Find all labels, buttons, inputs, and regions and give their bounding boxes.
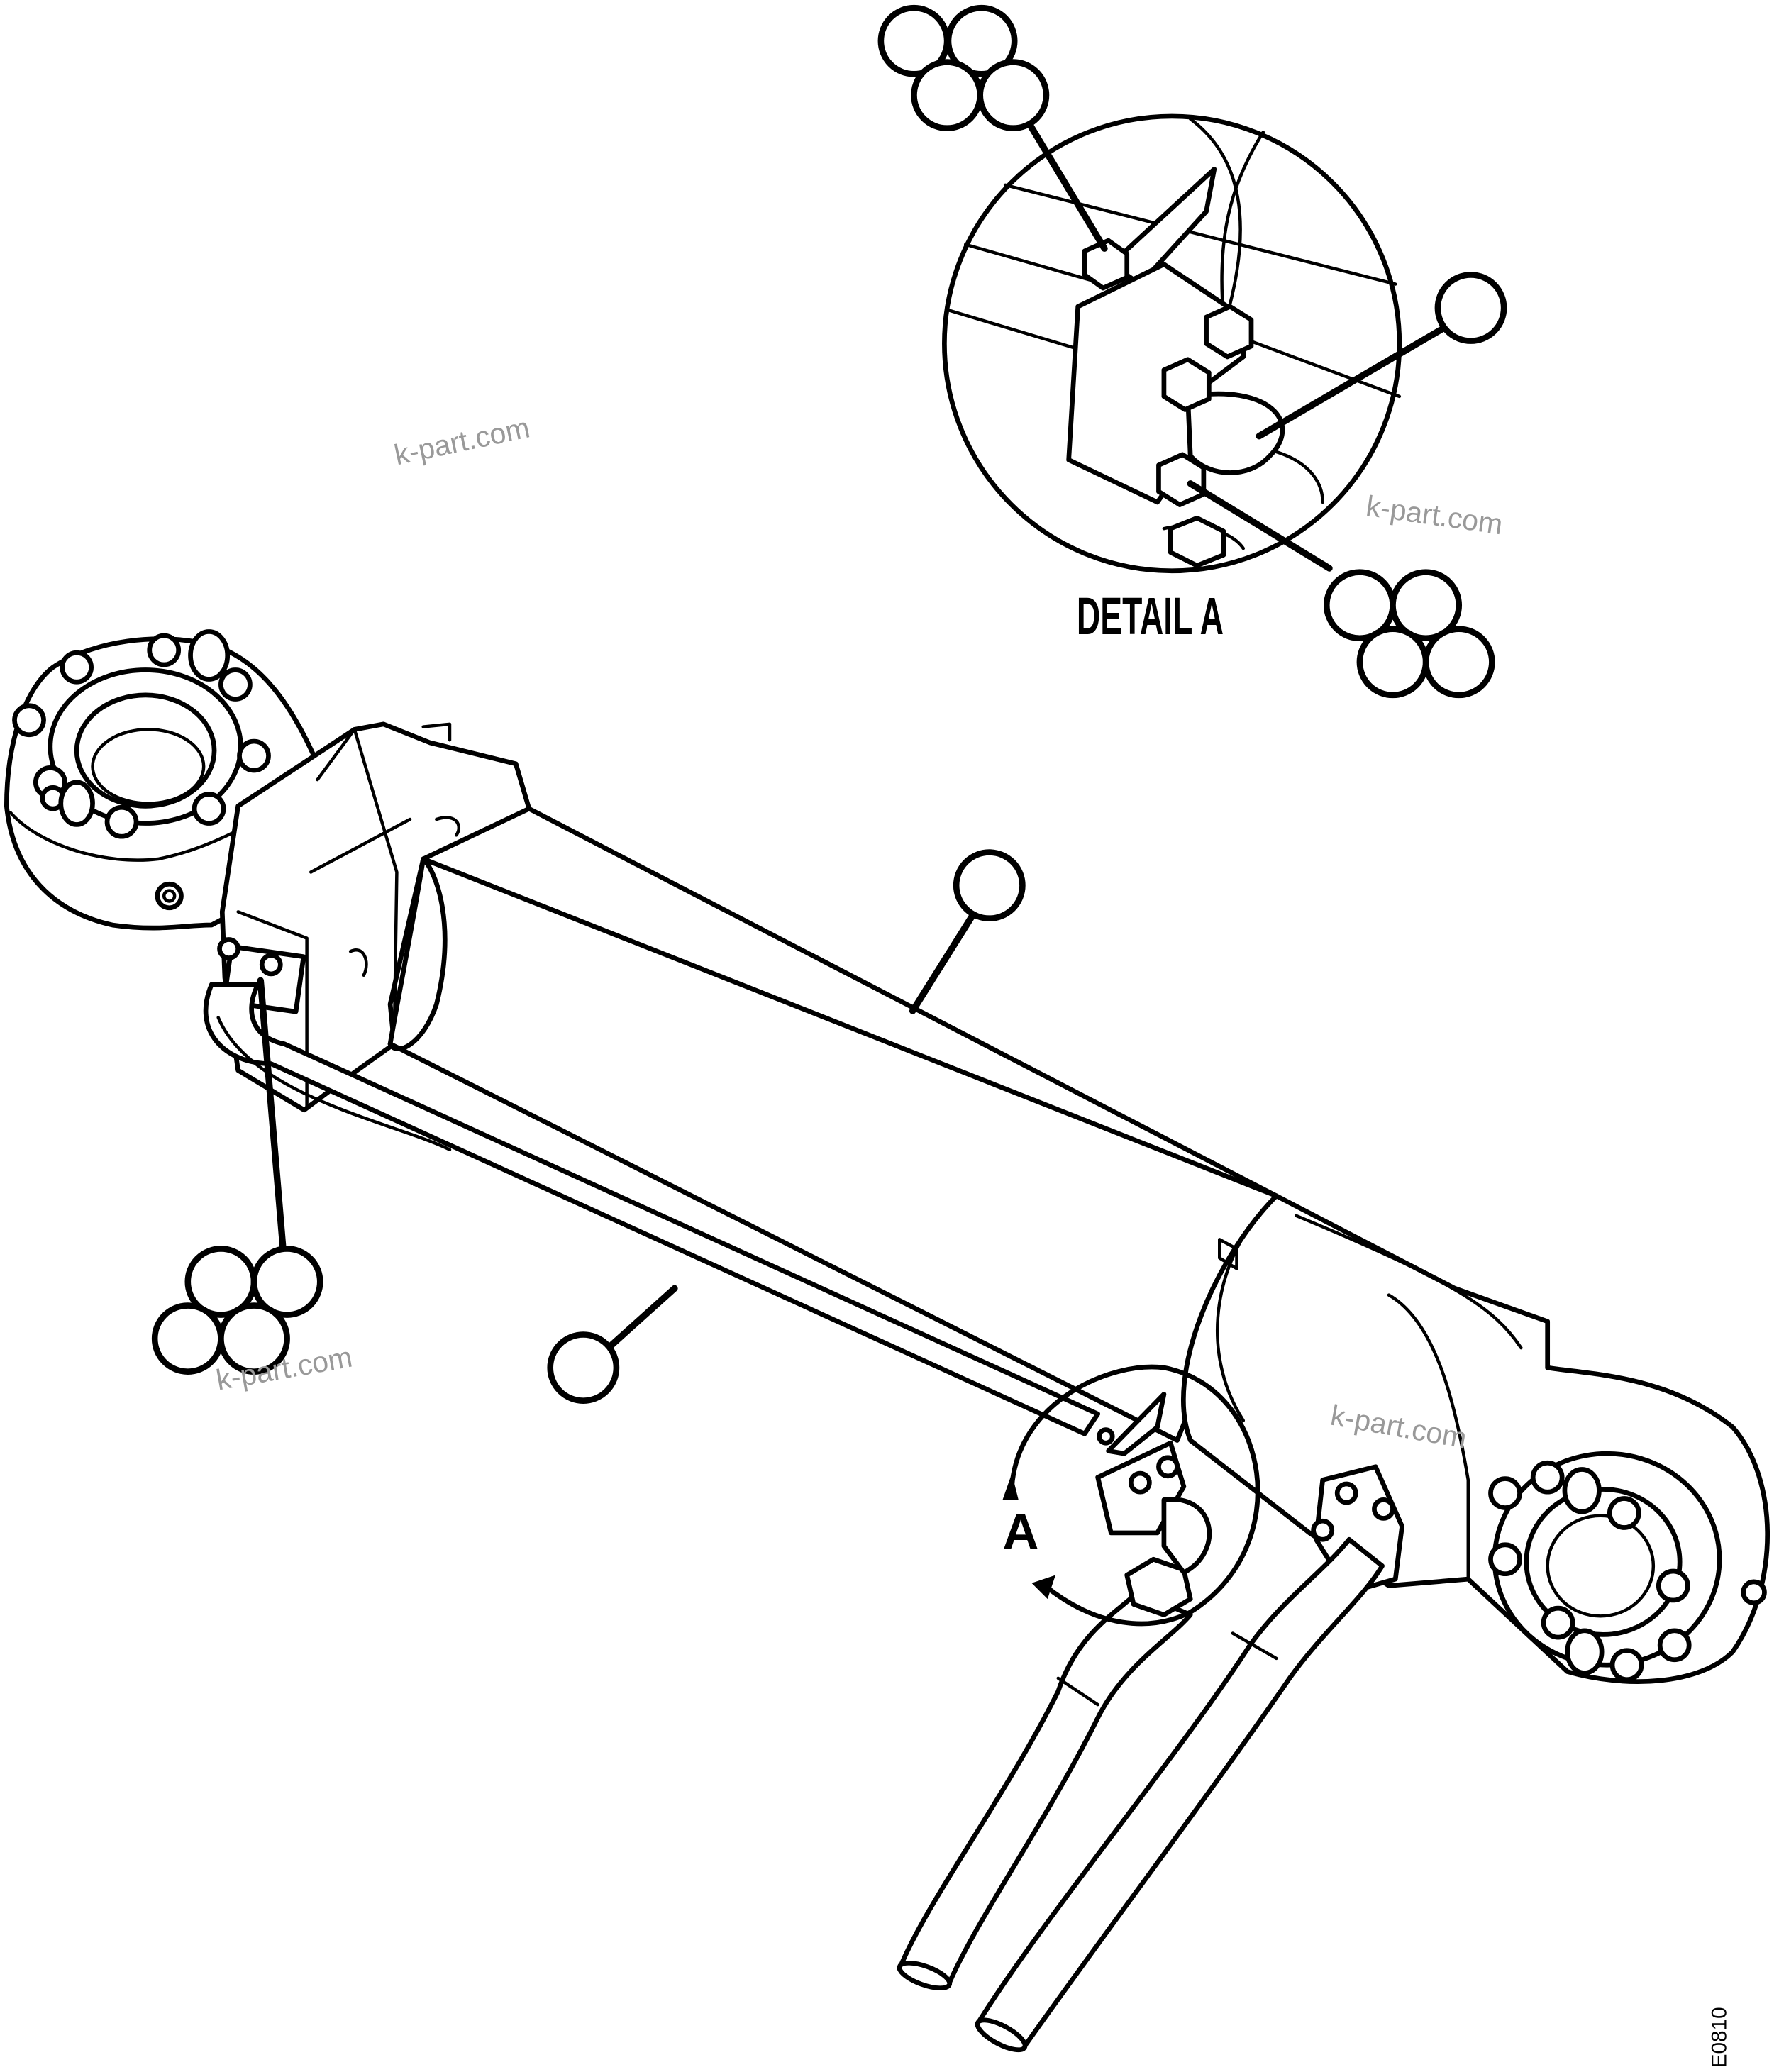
callout-bubble	[250, 1246, 323, 1318]
callout-bubble	[1422, 626, 1495, 699]
callout-bubble	[547, 1331, 620, 1404]
callout-bubble	[911, 59, 984, 131]
cylinder-barrel	[387, 806, 1279, 1443]
detail-a-view	[942, 113, 1448, 574]
callout-bubble	[151, 1302, 224, 1375]
drawing-code: E0810	[1707, 2007, 1731, 2068]
callout-bubble	[977, 59, 1050, 131]
watermark: k-part.com	[392, 411, 533, 471]
callout-bubbles	[151, 4, 1507, 1404]
hydraulic-tube	[203, 977, 1101, 1436]
callout-bubble	[1356, 626, 1429, 699]
callout-bubble	[1390, 569, 1463, 642]
rod-eye-left	[4, 629, 327, 931]
detail-a-callout-ring	[1002, 1364, 1260, 1627]
callout-bubble	[953, 849, 1026, 921]
callout-bubble	[1434, 272, 1507, 344]
callout-bubble	[945, 4, 1018, 77]
hydraulic-hoses	[897, 1536, 1385, 2053]
cylinder-base-end	[1181, 1193, 1770, 1684]
watermark: k-part.com	[1364, 489, 1504, 541]
callout-bubble	[218, 1302, 290, 1375]
detail-a-label: DETAIL A	[1077, 587, 1224, 646]
view-marker-a: A	[1002, 1504, 1038, 1560]
